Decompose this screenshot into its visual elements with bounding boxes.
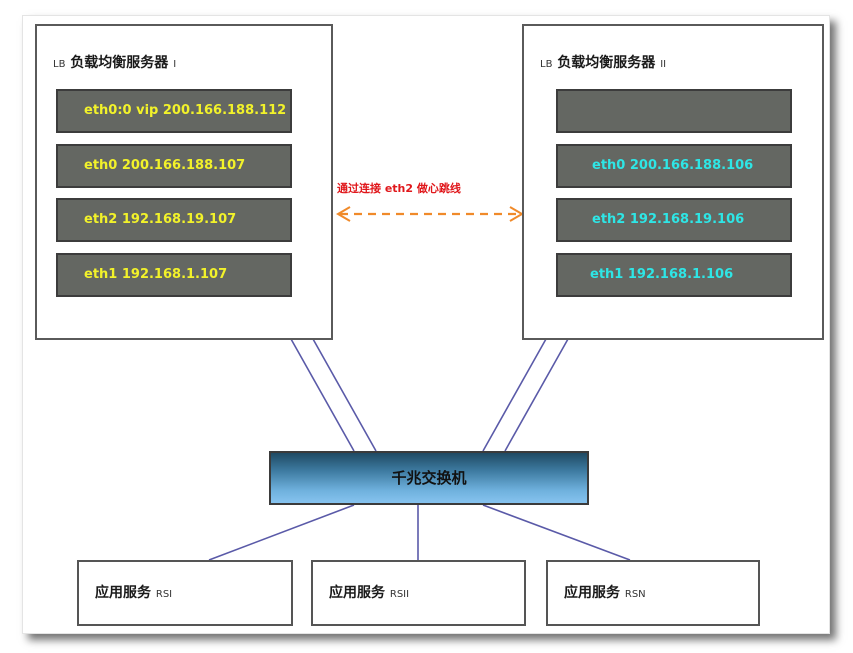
real-server-2: 应用服务 RSII [311, 560, 526, 626]
heartbeat-arrow-icon [336, 206, 524, 222]
lb2-nic-eth0: eth0 200.166.188.106 [556, 144, 792, 188]
real-server-1-code: RSI [155, 589, 173, 600]
real-server-1: 应用服务 RSI [77, 560, 293, 626]
lb1-nic-eth0: eth0 200.166.188.107 [56, 144, 292, 188]
heartbeat-label: 通过连接 eth2 做心跳线 [337, 182, 461, 195]
real-server-n-label: 应用服务 [564, 585, 620, 601]
link-switch-rs1 [208, 504, 355, 561]
link-lb1-switch-b [312, 338, 377, 452]
lb2-nic-eth2: eth2 192.168.19.106 [556, 198, 792, 242]
lb2-nic-empty [556, 89, 792, 133]
real-server-n-code: RSN [624, 589, 646, 600]
gigabit-switch: 千兆交换机 [269, 451, 589, 505]
real-server-n: 应用服务 RSN [546, 560, 760, 626]
real-server-2-label: 应用服务 [329, 585, 385, 601]
lb1-nic-vip: eth0:0 vip 200.166.188.112 [56, 89, 292, 133]
lb-server-2: LB 负载均衡服务器 II eth0 200.166.188.106 eth2 … [522, 24, 824, 340]
real-server-2-code: RSII [389, 589, 410, 600]
lb-server-2-title: LB 负载均衡服务器 II [540, 55, 667, 71]
lb1-nic-eth2: eth2 192.168.19.107 [56, 198, 292, 242]
link-lb2-switch-a [482, 338, 547, 452]
lb1-nic-eth1: eth1 192.168.1.107 [56, 253, 292, 297]
real-server-1-label: 应用服务 [95, 585, 151, 601]
lb2-nic-eth1: eth1 192.168.1.106 [556, 253, 792, 297]
lb-server-1: LB 负载均衡服务器 I eth0:0 vip 200.166.188.112 … [35, 24, 333, 340]
link-switch-rsn [482, 504, 631, 561]
lb-server-1-title: LB 负载均衡服务器 I [53, 55, 177, 71]
link-lb1-switch-a [290, 338, 355, 452]
link-lb2-switch-b [504, 338, 569, 452]
